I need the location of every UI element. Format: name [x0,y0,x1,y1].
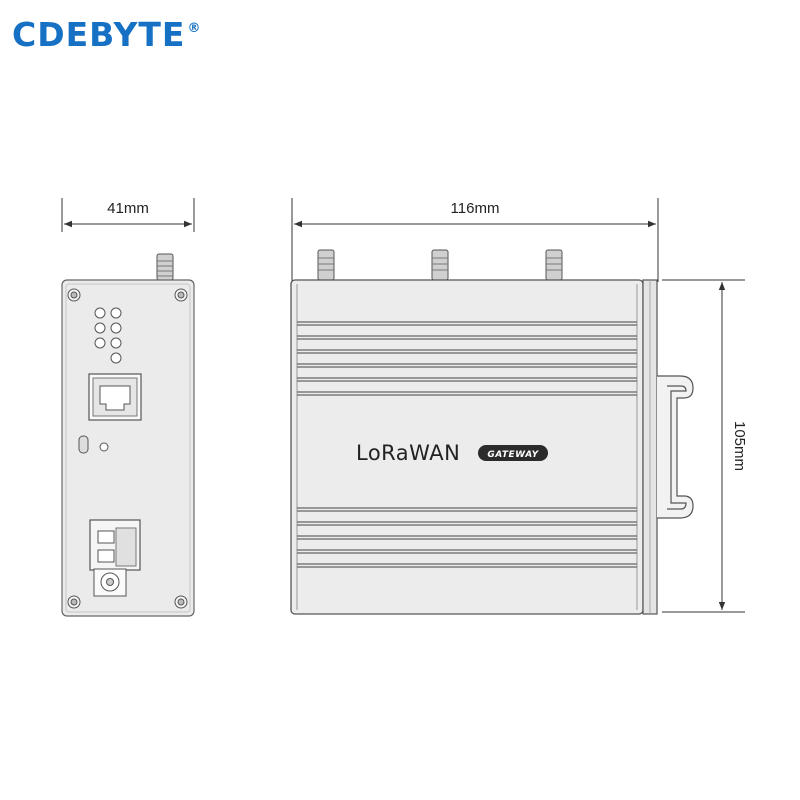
brand-name: CDEBYTE [12,15,186,54]
front-view: 116mm [290,198,748,615]
registered-mark: ® [187,21,202,36]
cooling-fins-top [297,321,637,396]
gateway-badge [478,445,548,461]
front-width-label: 116mm [451,200,500,217]
lorawan-logo: LoRaWAN [356,441,460,465]
screw-icon [67,595,81,609]
led-indicators [94,307,122,364]
dc-power-jack-icon [93,568,127,597]
side-width-label: 41mm [107,200,149,217]
power-terminal-block [89,519,141,571]
antenna-connector-icon [545,249,563,281]
antenna-connector-icon [317,249,335,281]
ethernet-port-icon [88,373,142,421]
din-rail-clip [642,279,694,615]
screw-icon [67,288,81,302]
cooling-fins-bottom [297,507,637,568]
side-view: 41mm [61,198,195,617]
antenna-connector-icon [431,249,449,281]
brand-logo: CDEBYTE® [12,18,201,51]
gateway-badge-label: GATEWAY [487,450,539,460]
screw-icon [174,595,188,609]
reset-button-icon [99,442,109,452]
height-label: 105mm [731,421,748,471]
screw-icon [174,288,188,302]
usb-port-icon [78,435,89,454]
